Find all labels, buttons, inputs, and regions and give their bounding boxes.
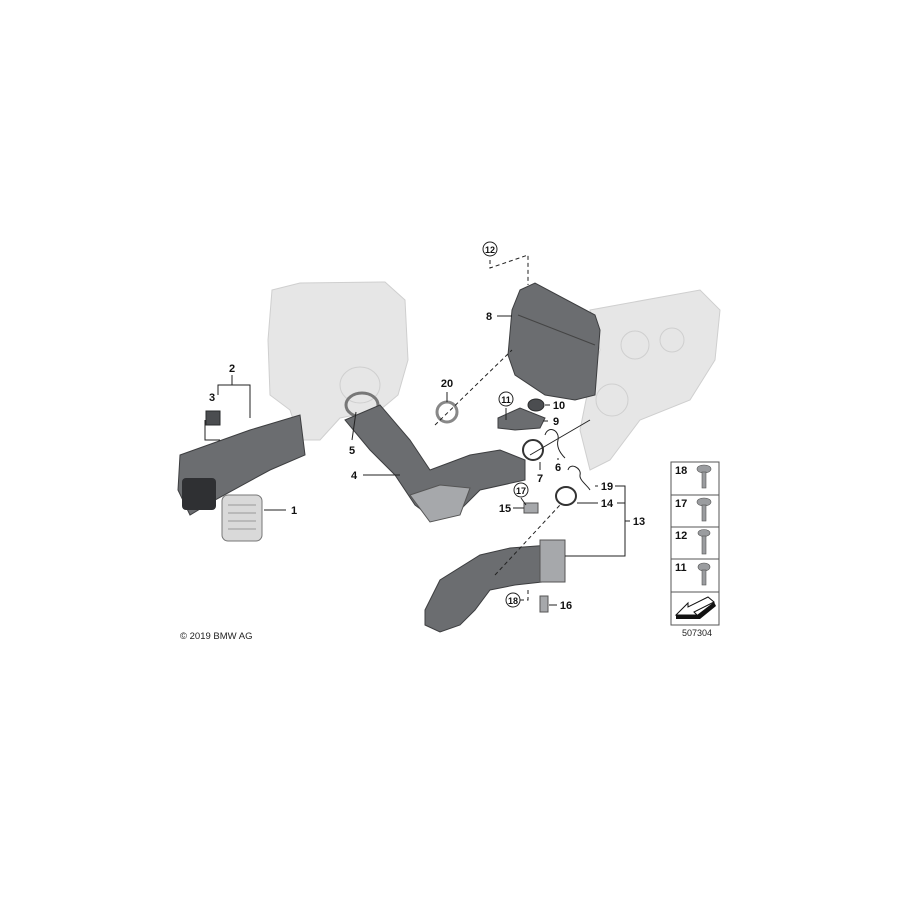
wire-clip-part-6 (544, 429, 566, 459)
bracket-part-9 (497, 407, 546, 431)
o-ring-part-14 (555, 486, 577, 506)
callout-18-circle (505, 592, 521, 608)
legend-item-11: 11 (675, 562, 687, 574)
callout-3: 3 (209, 392, 215, 404)
charge-pipe-part-13 (424, 544, 566, 633)
screw-icon-17 (696, 497, 712, 522)
legend-item-18: 18 (675, 465, 687, 477)
callout-17-circle (513, 482, 529, 498)
callout-14: 14 (601, 498, 614, 510)
callout-2: 2 (229, 363, 235, 375)
sensor-part-16 (539, 595, 549, 613)
hose-bracket (409, 484, 471, 523)
clip-part-3 (205, 410, 221, 426)
copyright-notice: © 2019 BMW AG (180, 631, 252, 642)
callout-20: 20 (441, 378, 453, 390)
diagram-number: 507304 (682, 628, 712, 638)
pipe-flange (539, 539, 566, 583)
legend-item-12: 12 (675, 530, 687, 542)
callout-10: 10 (553, 400, 565, 412)
callout-15: 15 (499, 503, 511, 515)
callout-12: 12 (485, 245, 495, 255)
callout-4: 4 (351, 470, 358, 482)
callout-13: 13 (633, 516, 645, 528)
callout-9: 9 (553, 416, 559, 428)
intake-hose-part-4 (344, 404, 526, 521)
callout-1: 1 (291, 505, 297, 517)
intake-opening (182, 478, 216, 510)
callout-8: 8 (486, 311, 492, 323)
callout-11: 11 (501, 395, 511, 405)
callout-17: 17 (516, 486, 526, 496)
direction-arrow-icon (674, 596, 716, 619)
screw-icon-11 (697, 562, 711, 586)
legend-item-17: 17 (675, 498, 687, 510)
leader-lines (204, 254, 630, 606)
turbocharger-ghost (579, 289, 721, 471)
resonator-part-8 (507, 282, 601, 401)
clamp-part-20 (435, 400, 459, 424)
callout-7: 7 (537, 473, 543, 485)
fastener-legend: 18 17 12 11 (670, 461, 720, 626)
callout-18: 18 (508, 596, 518, 606)
grille-part-1 (221, 494, 263, 542)
callout-6: 6 (555, 462, 561, 474)
grommet-part-10 (527, 398, 545, 412)
callout-19: 19 (601, 481, 613, 493)
screw-icon-18 (696, 464, 712, 489)
callout-16: 16 (560, 600, 572, 612)
screw-icon-12 (697, 529, 711, 555)
callout-5: 5 (349, 445, 355, 457)
callout-11-circle (498, 391, 514, 407)
wire-clip-part-19 (567, 465, 591, 491)
o-ring-part-7 (522, 439, 544, 461)
callout-12-circle (482, 241, 498, 257)
